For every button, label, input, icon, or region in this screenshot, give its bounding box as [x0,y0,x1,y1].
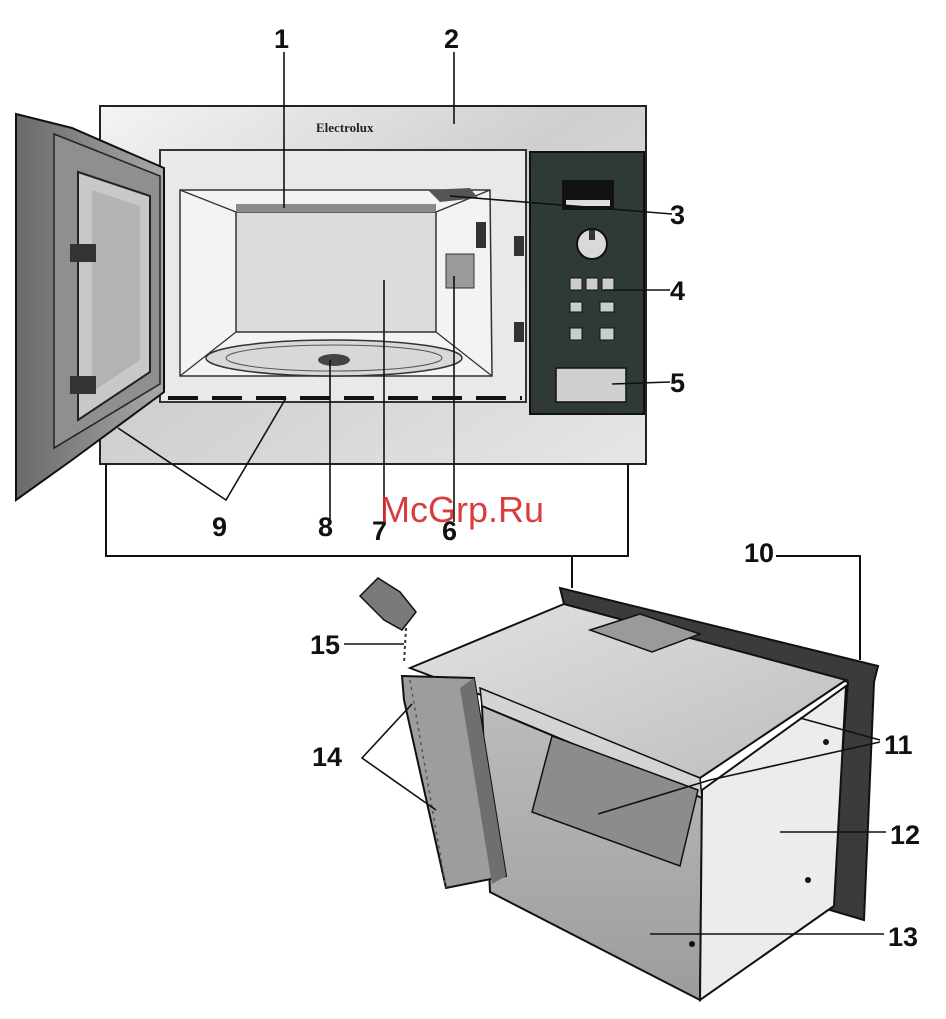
door-release-button[interactable] [556,368,626,402]
callout-14: 14 [312,742,342,772]
door-hook-upper [70,244,96,262]
callout-10: 10 [744,538,774,568]
side-light [446,254,474,288]
mains-plug [360,578,416,664]
cavity-back-wall [236,212,436,332]
callout-12: 12 [890,820,920,850]
watermark: McGrp.Ru [380,489,544,530]
callout-13: 13 [888,922,918,952]
callout-9: 9 [212,512,227,542]
installation-box [360,578,878,1000]
bracket-line [106,464,628,556]
callout-15: 15 [310,630,340,660]
turntable-drive [318,354,350,366]
grill-element [236,204,436,212]
callout-4: 4 [670,276,685,306]
door-hook-lower [70,376,96,394]
callout-2: 2 [444,24,459,54]
callout-11: 11 [884,730,913,760]
callout-1: 1 [274,24,289,54]
callout-5: 5 [670,368,685,398]
callout-3: 3 [670,200,685,230]
control-panel [530,152,644,414]
brand-label: Electrolux [316,120,374,135]
microwave-oven: Electrolux [16,106,646,500]
callout-8: 8 [318,512,333,542]
